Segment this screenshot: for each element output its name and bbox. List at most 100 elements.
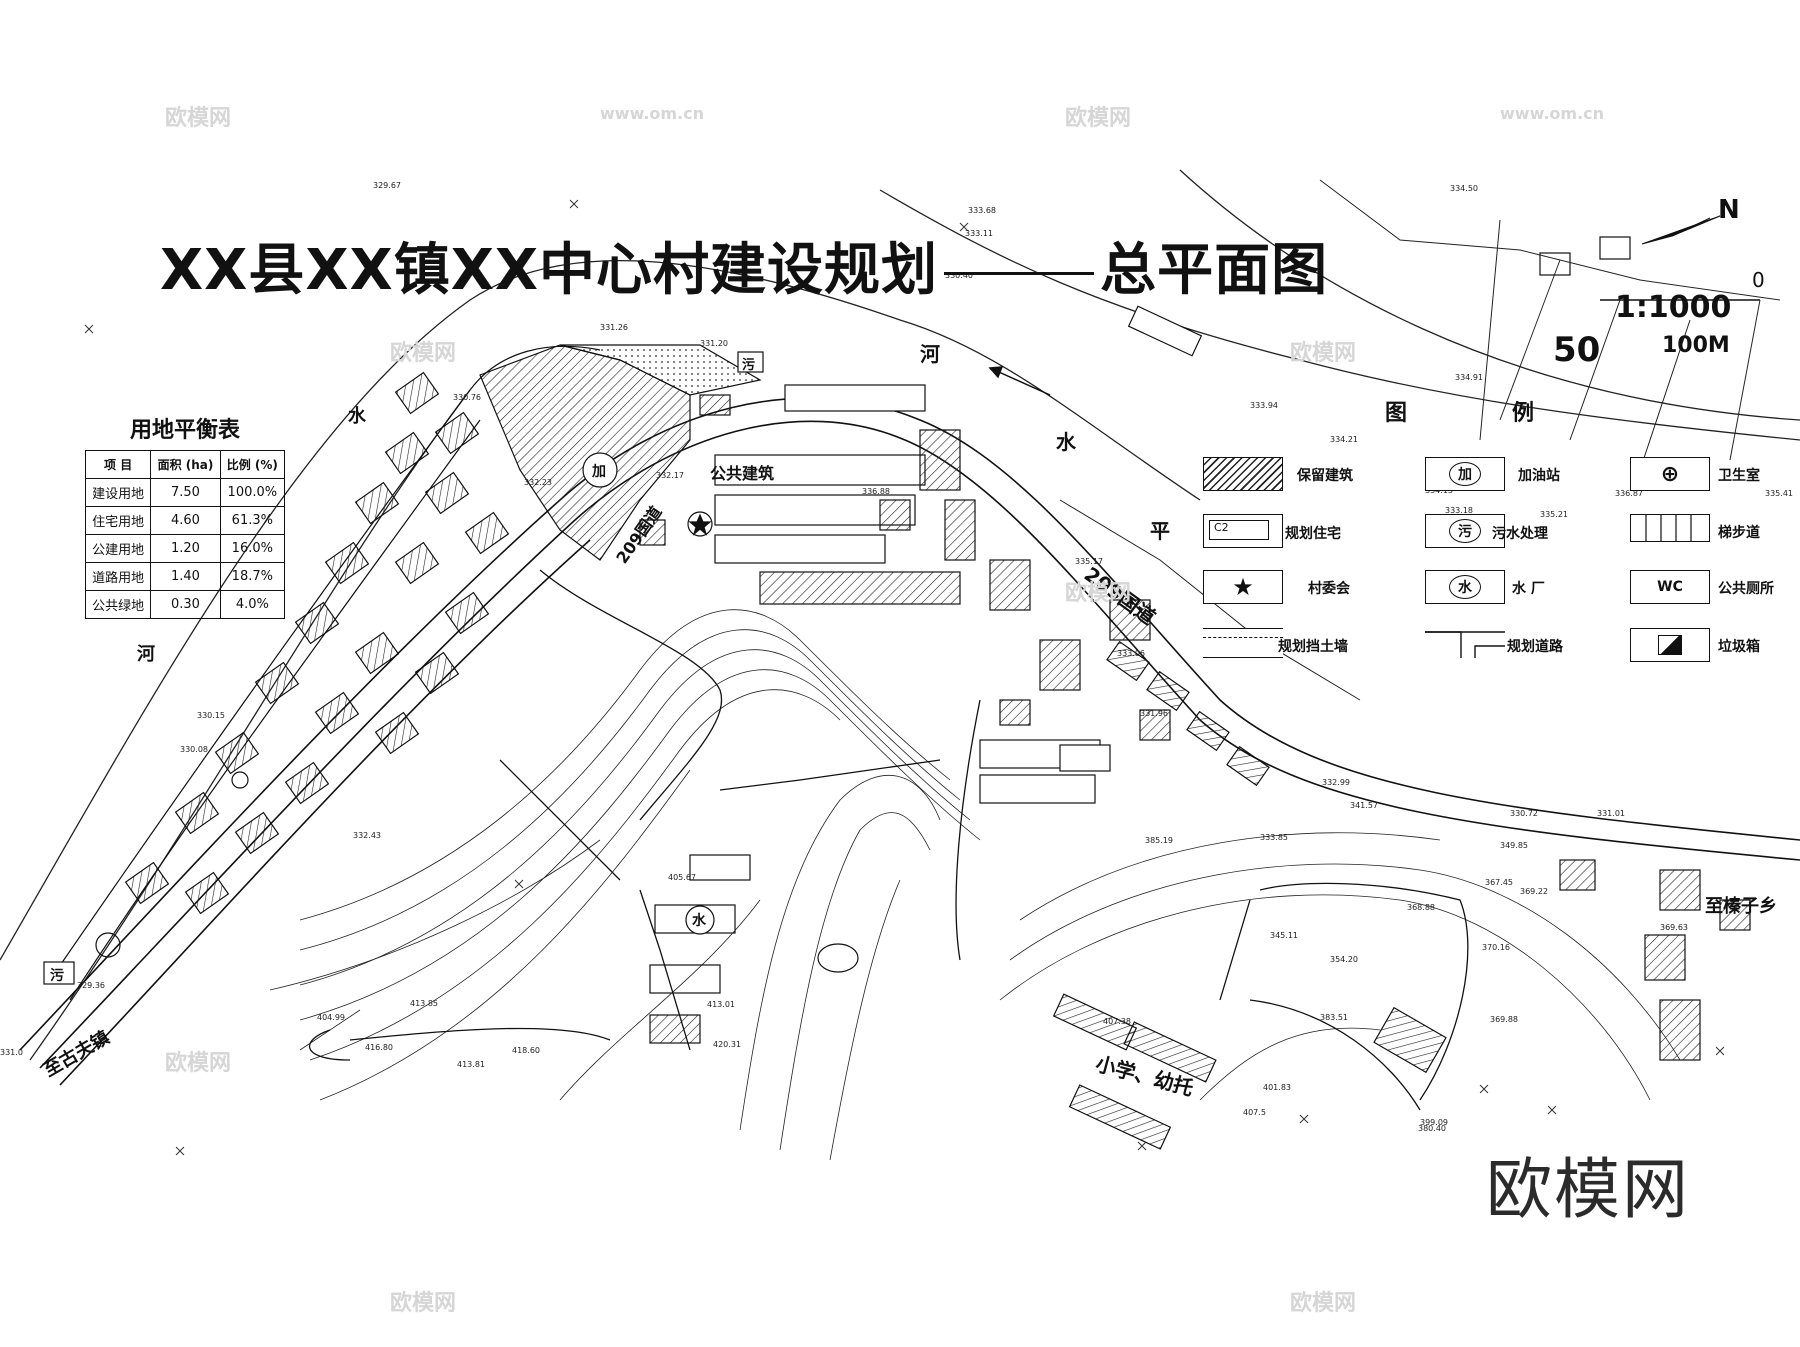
legend-label: 污水处理 bbox=[1492, 526, 1548, 542]
elevation-label: 336.88 bbox=[862, 487, 890, 496]
elevation-label: 369.63 bbox=[1660, 923, 1688, 932]
elevation-label: 335.41 bbox=[1765, 489, 1793, 498]
elevation-label: 354.20 bbox=[1330, 955, 1358, 964]
elevation-label: 329.67 bbox=[373, 181, 401, 190]
legend-symbol-village-committee: ★ bbox=[1203, 570, 1283, 604]
internal-roads bbox=[308, 569, 1469, 1111]
table-cell: 道路用地 bbox=[84, 562, 152, 591]
land-balance-caption: 用地平衡表 bbox=[129, 418, 240, 443]
elevation-label: 407.5 bbox=[1243, 1108, 1266, 1117]
legend-title-right: 例 bbox=[1512, 401, 1535, 426]
watermark: www.om.cn bbox=[600, 104, 705, 123]
legend-symbol-retaining-wall bbox=[1203, 628, 1283, 658]
table-cell: 4.60 bbox=[150, 506, 221, 535]
elevation-label: 385.19 bbox=[1145, 836, 1173, 845]
table-cell: 公共绿地 bbox=[84, 590, 152, 619]
river-label: 河 bbox=[920, 342, 940, 366]
road-icon bbox=[1425, 631, 1505, 658]
elevation-label: 413.81 bbox=[457, 1060, 485, 1069]
scale-fifty-label: 50 bbox=[1553, 330, 1601, 370]
gas-station-icon: 加 bbox=[1449, 462, 1481, 486]
star-icon: ★ bbox=[1232, 573, 1254, 601]
table-header-row: 项 目 面积 (ha) 比例 (%) bbox=[84, 450, 286, 479]
legend-label: 公共厕所 bbox=[1718, 581, 1774, 597]
table-row: 公共绿地 0.30 4.0% bbox=[84, 590, 286, 619]
sewage-label: 污 bbox=[50, 968, 64, 984]
elevation-label: 330.76 bbox=[453, 393, 481, 402]
table-row: 建设用地 7.50 100.0% bbox=[84, 478, 286, 507]
legend-symbol-toilet: WC bbox=[1630, 570, 1710, 604]
elevation-label: 380.40 bbox=[1418, 1124, 1446, 1133]
elevation-label: 334.91 bbox=[1455, 373, 1483, 382]
legend-label: 规划住宅 bbox=[1285, 526, 1341, 542]
elevation-label: 331.0 bbox=[0, 1048, 23, 1057]
land-balance-table: 用地平衡表 项 目 面积 (ha) 比例 (%) 建设用地 7.50 100.0… bbox=[84, 412, 286, 619]
residential-blocks bbox=[49, 345, 601, 1001]
sewage-icon: 污 bbox=[1449, 519, 1481, 543]
river-label: 平 bbox=[1150, 519, 1170, 543]
land-balance-grid: 项 目 面积 (ha) 比例 (%) 建设用地 7.50 100.0% 住宅用地… bbox=[84, 450, 286, 619]
elevation-label: 332.17 bbox=[656, 471, 684, 480]
elevation-label: 330.40 bbox=[945, 271, 973, 280]
river-label: 河 bbox=[137, 644, 155, 665]
legend-label: 保留建筑 bbox=[1297, 468, 1353, 484]
drawing-title: XX县XX镇XX中心村建设规划总平面图 bbox=[160, 225, 1328, 306]
elevation-label: 413.01 bbox=[707, 1000, 735, 1009]
water-plant-icon: 水 bbox=[1449, 575, 1481, 599]
table-cell: 0.30 bbox=[150, 590, 221, 619]
elevation-label: 369.22 bbox=[1520, 887, 1548, 896]
table-row: 住宅用地 4.60 61.3% bbox=[84, 506, 286, 535]
elevation-label: 334.21 bbox=[1330, 435, 1358, 444]
table-header-cell: 项 目 bbox=[84, 450, 152, 479]
legend-symbol-stairs bbox=[1630, 514, 1710, 542]
elevation-label: 329.36 bbox=[77, 981, 105, 990]
legend-label: 梯步道 bbox=[1718, 525, 1760, 541]
table-cell: 61.3% bbox=[219, 506, 286, 535]
water-plant-label: 水 bbox=[692, 913, 706, 929]
river-flow-arrow bbox=[988, 366, 1051, 396]
legend-symbol-planned-housing: C2 bbox=[1203, 514, 1283, 548]
elevation-label: 330.72 bbox=[1510, 809, 1538, 818]
gas-station-label: 加 bbox=[592, 464, 606, 480]
scale-zero-label: 0 bbox=[1752, 268, 1765, 292]
circle-plus-icon: ⊕ bbox=[1660, 461, 1680, 487]
elevation-label: 333.06 bbox=[1117, 649, 1145, 658]
watermark: 欧模网 bbox=[1290, 341, 1357, 366]
elevation-label: 367.45 bbox=[1485, 878, 1513, 887]
legend-symbol-water-plant: 水 bbox=[1425, 570, 1505, 604]
brand-logo: 欧模网 bbox=[1486, 1151, 1690, 1228]
legend-symbol-gas-station: 加 bbox=[1425, 457, 1505, 491]
table-header-cell: 比例 (%) bbox=[219, 450, 286, 479]
elevation-label: 333.68 bbox=[968, 206, 996, 215]
elevation-label: 368.88 bbox=[1407, 903, 1435, 912]
table-cell: 住宅用地 bbox=[84, 506, 152, 535]
table-cell: 16.0% bbox=[219, 534, 286, 563]
watermark: 欧模网 bbox=[165, 1051, 232, 1076]
legend-symbol-planned-road bbox=[1425, 628, 1505, 662]
elevation-label: 405.67 bbox=[668, 873, 696, 882]
table-row: 道路用地 1.40 18.7% bbox=[84, 562, 286, 591]
legend-symbol-retained-building bbox=[1203, 457, 1283, 491]
scale-ratio-label: 1:1000 bbox=[1615, 290, 1732, 325]
table-cell: 1.20 bbox=[150, 534, 221, 563]
table-cell: 100.0% bbox=[219, 478, 286, 507]
sewage-label: 污 bbox=[742, 358, 756, 373]
elevation-label: 401.83 bbox=[1263, 1083, 1291, 1092]
retained-area bbox=[479, 344, 762, 561]
title-dash bbox=[944, 272, 1095, 276]
elevation-labels: 329.67333.68334.50331.26331.20333.11330.… bbox=[0, 181, 1793, 1133]
elevation-label: 332.23 bbox=[524, 478, 552, 487]
map-symbols bbox=[43, 351, 764, 985]
trash-bin-icon bbox=[1658, 635, 1682, 655]
elevation-label: 341.57 bbox=[1350, 801, 1378, 810]
elevation-label: 407.38 bbox=[1103, 1017, 1131, 1026]
legend-symbol-clinic: ⊕ bbox=[1630, 457, 1710, 491]
watermark: 欧模网 bbox=[390, 341, 457, 366]
table-cell: 7.50 bbox=[150, 478, 221, 507]
title-sub: 总平面图 bbox=[1100, 238, 1329, 303]
elevation-label: 333.85 bbox=[1260, 833, 1288, 842]
table-cell: 公建用地 bbox=[84, 534, 152, 563]
legend-label: 规划挡土墙 bbox=[1278, 639, 1348, 655]
